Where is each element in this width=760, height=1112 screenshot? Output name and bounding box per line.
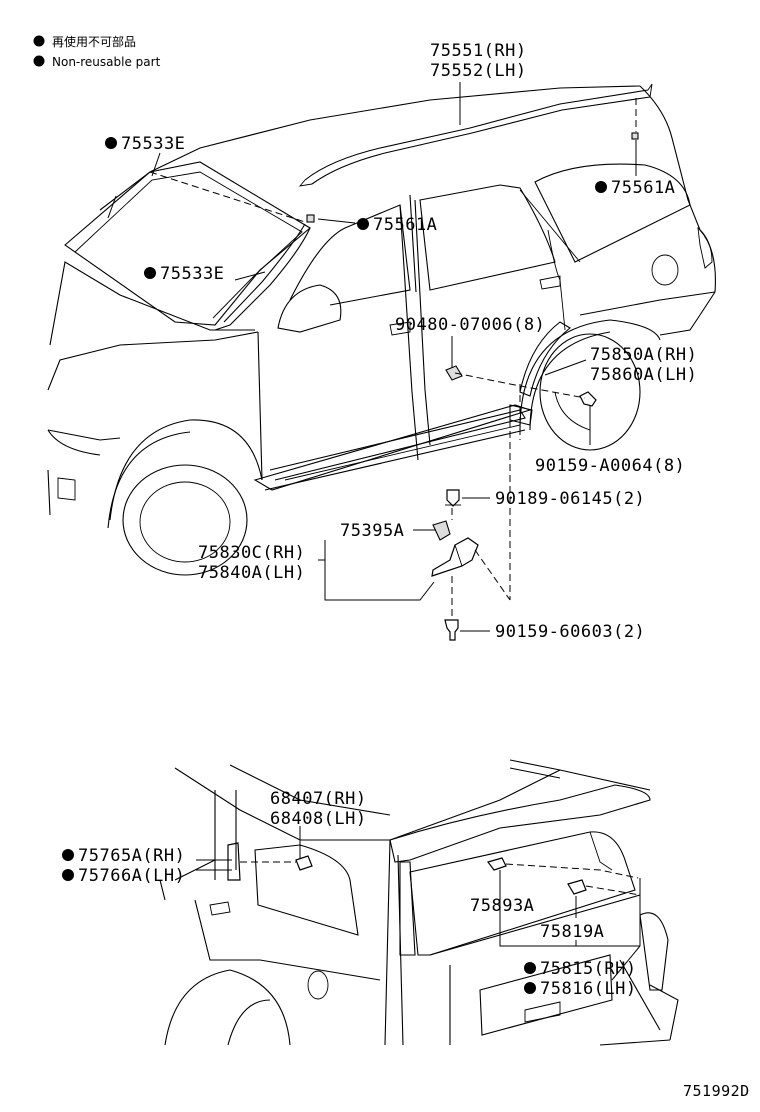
leader-lines-top [107, 82, 637, 632]
bolt-icon [444, 619, 459, 641]
leader-lines-bottom [196, 826, 641, 981]
label-75850a-rh: 75850A(RH) [590, 345, 697, 365]
label-75766a-lh: 75766A(LH) [78, 866, 185, 886]
vehicle-side-illustration [47, 83, 716, 576]
label-75533e-upper: 75533E [121, 134, 185, 154]
assembly-lines-bottom [240, 861, 641, 896]
bracket-75395a-icon [432, 520, 451, 541]
label-75840a-lh: 75840A(LH) [198, 563, 305, 583]
labels-bottom: 68407(RH) 68408(LH) 75765A(RH) 75766A(LH… [62, 789, 637, 999]
clip-75893a-icon [486, 857, 507, 871]
small-parts-bottom [295, 855, 587, 895]
label-75893a: 75893A [470, 896, 534, 916]
label-75816-lh: 75816(LH) [540, 979, 637, 999]
label-75552-lh: 75552(LH) [430, 61, 527, 81]
non-reusable-mark-icon [524, 962, 536, 974]
label-75830c-rh: 75830C(RH) [198, 543, 305, 563]
non-reusable-bullet-icon [33, 55, 45, 67]
non-reusable-mark-icon [105, 137, 117, 149]
non-reusable-mark-icon [357, 218, 369, 230]
step-bracket-icon [431, 537, 479, 577]
diagram-id: 751992D [683, 1082, 750, 1100]
clip-90480-icon [445, 365, 463, 381]
non-reusable-mark-icon [144, 267, 156, 279]
nut-icon [446, 489, 460, 507]
legend: 再使用不可部品 Non-reusable part [33, 34, 161, 69]
label-75551-rh: 75551(RH) [430, 41, 527, 61]
vehicle-rear-illustration [159, 759, 679, 1046]
labels-top: 75551(RH) 75552(LH) 75533E 75561A 75561A… [105, 41, 697, 642]
non-reusable-mark-icon [62, 869, 74, 881]
label-75765a-rh: 75765A(RH) [78, 846, 185, 866]
non-reusable-bullet-icon [33, 35, 45, 47]
label-90159-60603: 90159-60603(2) [495, 622, 645, 642]
non-reusable-mark-icon [595, 181, 607, 193]
label-75815-rh: 75815(RH) [540, 959, 637, 979]
label-75561a-front: 75561A [373, 215, 437, 235]
label-75819a: 75819A [540, 922, 604, 942]
non-reusable-mark-icon [524, 982, 536, 994]
clip-75819a-icon [567, 879, 587, 895]
legend-english: Non-reusable part [52, 55, 161, 69]
label-75395a: 75395A [340, 521, 404, 541]
screw-icon [579, 391, 597, 407]
label-68408-lh: 68408(LH) [270, 809, 367, 829]
label-75561a-rear: 75561A [611, 178, 675, 198]
label-75860a-lh: 75860A(LH) [590, 365, 697, 385]
small-parts-top [431, 365, 597, 641]
label-90480-07006: 90480-07006(8) [395, 315, 545, 335]
label-90189-06145: 90189-06145(2) [495, 489, 645, 509]
garnish-clip-icon [295, 855, 313, 871]
label-68407-rh: 68407(RH) [270, 789, 367, 809]
legend-japanese: 再使用不可部品 [52, 34, 136, 49]
label-90159-a0064: 90159-A0064(8) [535, 456, 685, 476]
label-75533e-side: 75533E [160, 264, 224, 284]
non-reusable-mark-icon [62, 849, 74, 861]
